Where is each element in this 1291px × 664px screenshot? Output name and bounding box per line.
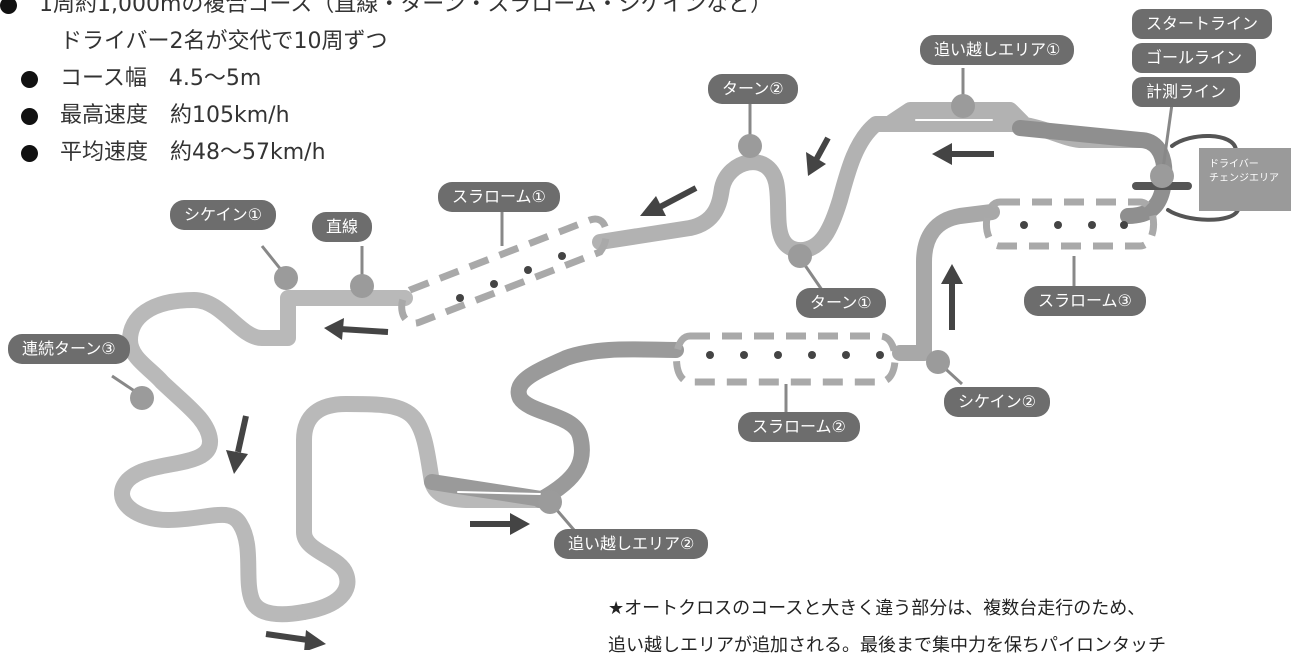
slalom-2-zone [673,332,899,386]
pylon [490,280,498,288]
spec-text: 1周約1,000mの複合コース（直線・ターン・スラローム・シケインなど） [39,0,773,17]
track-light-section [114,290,413,623]
direction-arrow [470,513,530,535]
label-start-line: スタートライン [1132,9,1273,39]
marker-straight [350,274,374,298]
marker-chicane-2 [926,350,950,374]
marker-turn-1 [788,244,812,268]
driver-change-label-2: チェンジエリア [1209,173,1279,184]
marker-overtake-1 [951,94,975,118]
pylon [456,294,464,302]
spec-item: ドライバー2名が交代で10周ずつ [21,23,388,60]
direction-arrow [324,318,389,340]
pylon [1020,221,1028,229]
track-upper-section [592,116,1148,258]
label-slalom-1: スラローム① [438,182,560,212]
label-overtake-area-1: 追い越しエリア① [920,35,1075,65]
pylon [774,351,782,359]
pylon [1120,221,1128,229]
spec-text: ドライバー2名が交代で10周ずつ [60,29,388,54]
bullet-dot [0,0,17,14]
label-slalom-2: スラローム② [738,412,860,442]
label-turn-2: ターン② [708,74,798,104]
bullet-dot [21,70,38,88]
pylon [706,351,714,359]
marker-start [1150,164,1174,188]
driver-change-loop [1166,134,1240,222]
bullet-dot [21,107,38,125]
marker-turn-2 [738,134,762,158]
overtake-2-stripe [457,491,541,495]
direction-arrow [226,415,249,474]
slalom-3-zone [983,198,1157,250]
direction-arrow [932,143,994,165]
pylon [808,351,816,359]
marker-turn-3 [130,386,154,410]
marker-overtake-2 [538,490,562,514]
label-overtake-area-2: 追い越しエリア② [554,529,709,559]
track-light-loop [296,396,556,620]
pylon [876,351,884,359]
label-chicane-1: シケイン① [170,200,277,230]
label-consecutive-turn-3: 連続ターン③ [8,334,130,364]
bullet-dot [21,144,38,162]
direction-arrow [941,264,963,330]
spec-item: 1周約1,000mの複合コース（直線・ターン・スラローム・シケインなど） [0,0,772,23]
course-map [111,68,1240,650]
marker-chicane-1 [274,266,298,290]
direction-arrow [806,136,831,176]
label-slalom-3: スラローム③ [1024,286,1146,316]
label-timing-line: 計測ライン [1132,77,1241,107]
pylon [558,252,566,260]
pylon [842,351,850,359]
slalom-1-zone [398,215,610,327]
pylon [524,266,532,274]
leader-line [1160,103,1174,177]
label-goal-line: ゴールライン [1132,43,1257,73]
pylon [1054,221,1062,229]
footnote-line-1: ★オートクロスのコースと大きく違う部分は、複数台走行のため、 [608,598,1146,619]
spec-item: 平均速度 約48〜57km/h [21,134,326,171]
direction-arrow [265,630,326,650]
track-mid-section [510,341,684,508]
pylon [740,351,748,359]
label-chicane-2: シケイン② [944,387,1051,417]
footnote: ★オートクロスのコースと大きく違う部分は、複数台走行のため、 追い越しエリアが追… [608,590,1166,664]
spec-item: コース幅 4.5〜5m [21,60,261,97]
spec-text: 最高速度 約105km/h [60,103,290,128]
label-straight: 直線 [312,212,373,242]
track-chicane2 [892,204,1000,361]
pylon [1088,221,1096,229]
direction-arrow [640,185,698,216]
footnote-line-2: 追い越しエリアが追加される。最後まで集中力を保ちパイロンタッチ [608,635,1166,656]
overtake-area-2-lane [424,474,556,508]
driver-change-area: ドライバー チェンジエリア [1199,148,1291,211]
spec-item: 最高速度 約105km/h [21,97,290,134]
spec-text: 平均速度 約48〜57km/h [60,140,326,165]
driver-change-label-1: ドライバー [1209,159,1259,170]
label-turn-1: ターン① [796,288,886,318]
spec-text: コース幅 4.5〜5m [60,66,262,91]
